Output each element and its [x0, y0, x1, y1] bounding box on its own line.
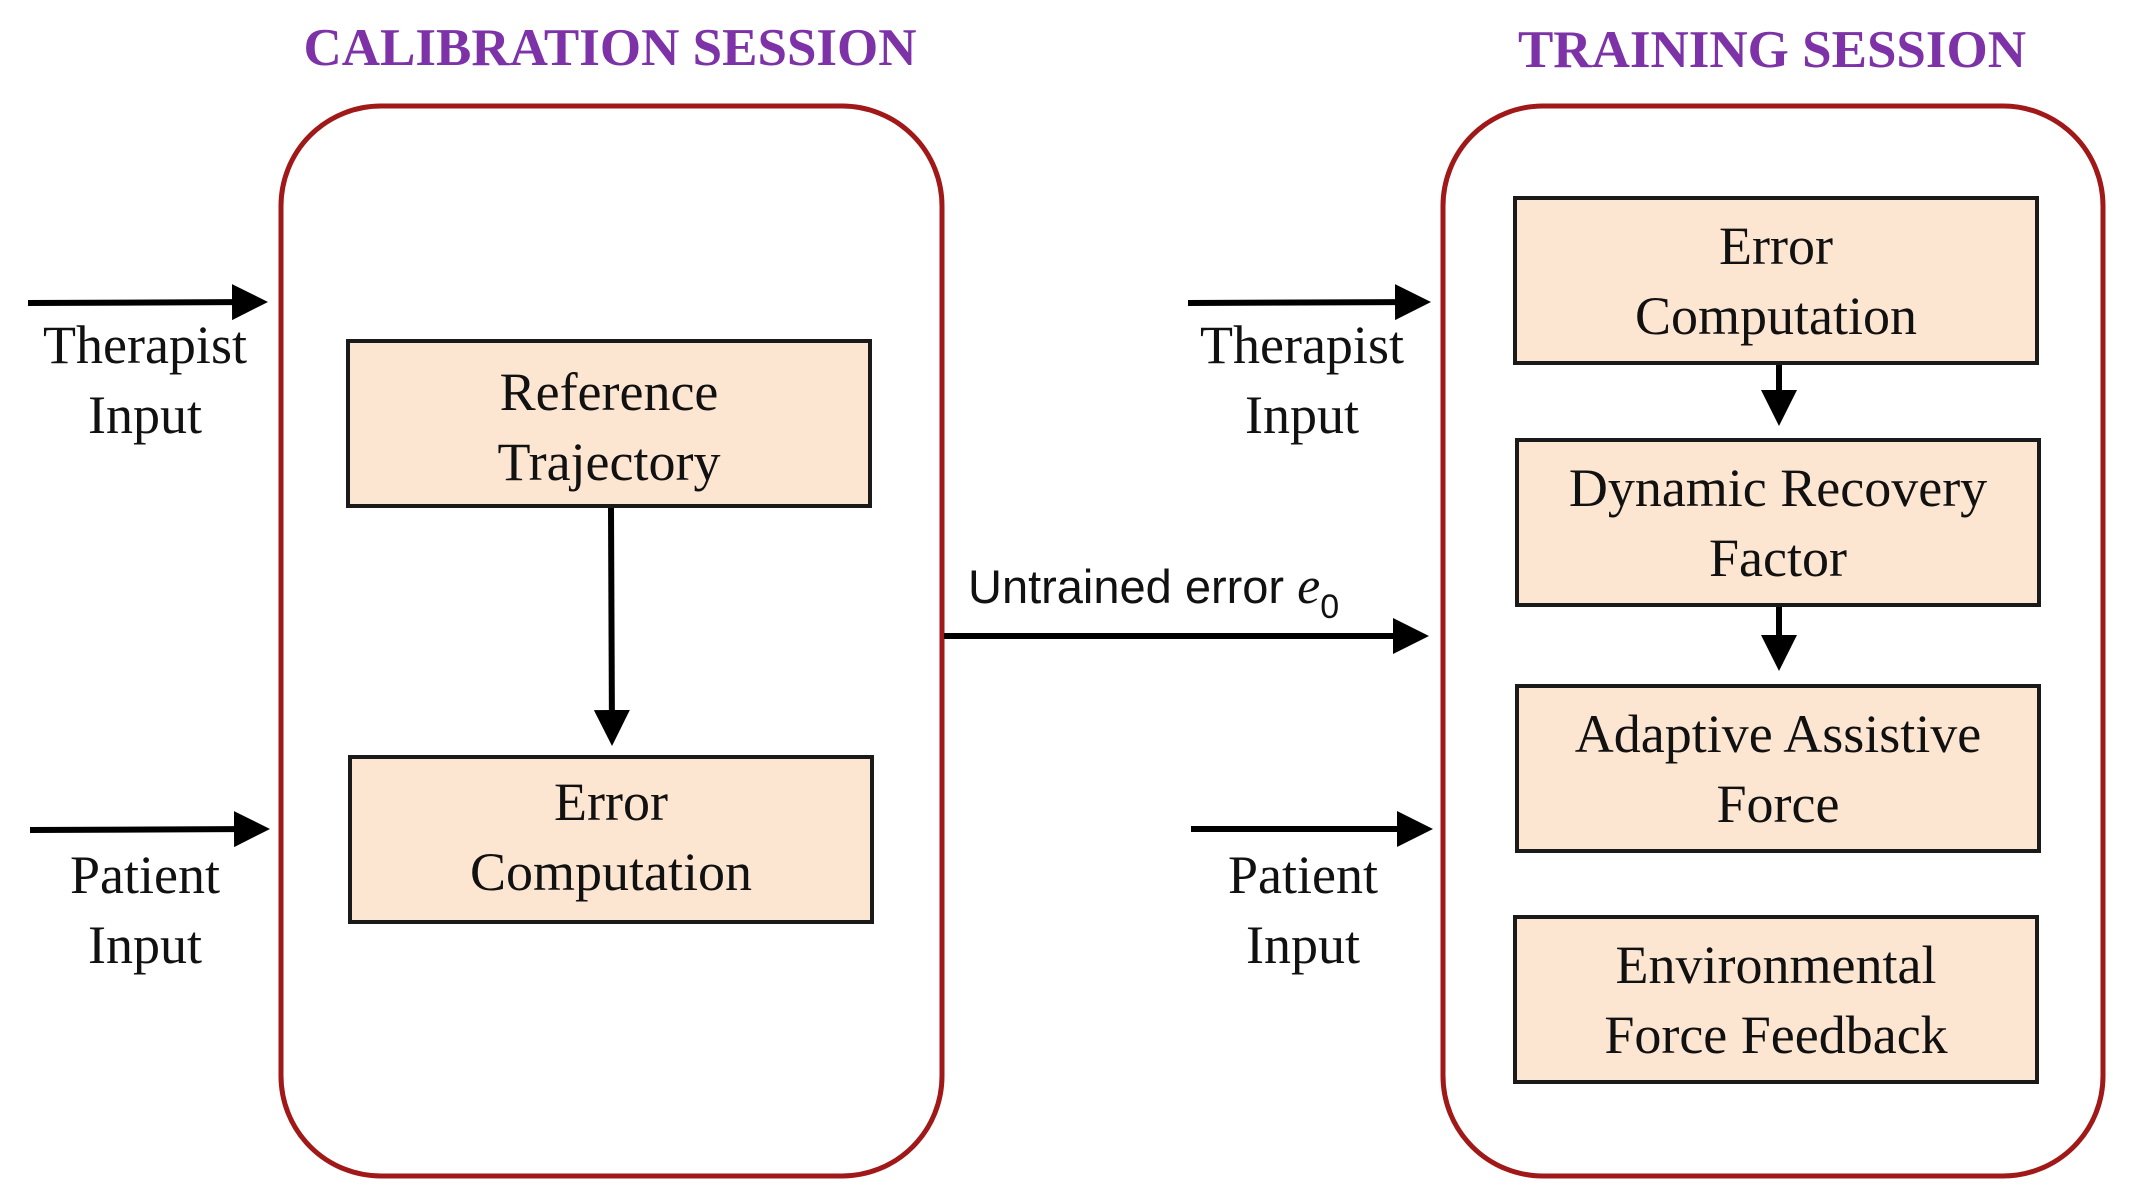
error-symbol: e	[1297, 558, 1320, 615]
calibration-therapist-input-label-line1: Therapist	[43, 315, 247, 375]
training-patient-input-label-line1: Patient	[1228, 845, 1378, 905]
error-symbol-subscript: 0	[1320, 588, 1339, 626]
calibration-session-title: CALIBRATION SESSION	[303, 19, 916, 77]
untrained-error-label: Untrained error e0	[968, 558, 1339, 626]
reference-to-error-arrow	[593, 507, 630, 746]
environmental-force-feedback-box: Environmental Force Feedback	[1513, 915, 2039, 1084]
calibration-patient-input-label-line2: Input	[88, 915, 202, 975]
reference-trajectory-box: Reference Trajectory	[346, 339, 872, 508]
environmental-force-feedback-label-line1: Environmental	[1616, 935, 1937, 995]
calibration-session-frame	[278, 103, 945, 1179]
calibration-error-computation-label-line2: Computation	[470, 842, 752, 902]
dynamic-recovery-factor-box: Dynamic Recovery Factor	[1515, 438, 2041, 607]
calibration-therapist-input-label-line2: Input	[88, 385, 202, 445]
training-therapist-input-label-line1: Therapist	[1200, 315, 1404, 375]
training-patient-input-label-line2: Input	[1246, 915, 1360, 975]
training-error-computation-label-line2: Computation	[1635, 286, 1917, 346]
adaptive-assistive-force-label-line2: Force	[1717, 774, 1840, 834]
training-session-frame	[1440, 103, 2106, 1179]
adaptive-assistive-force-box: Adaptive Assistive Force	[1515, 684, 2041, 853]
reference-trajectory-label-line1: Reference	[500, 362, 719, 422]
untrained-error-text: Untrained error	[968, 560, 1297, 613]
dynamic-recovery-factor-label-line2: Factor	[1709, 528, 1847, 588]
calibration-patient-input-label-line1: Patient	[70, 845, 220, 905]
calibration-error-computation-label-line1: Error	[554, 772, 668, 832]
training-therapist-input-label-line2: Input	[1245, 385, 1359, 445]
training-therapist-input-arrow	[1187, 284, 1431, 321]
environmental-force-feedback-label-line2: Force Feedback	[1604, 1005, 1947, 1065]
training-error-computation-box: Error Computation	[1513, 196, 2039, 365]
calibration-therapist-input-arrow	[27, 284, 268, 321]
dynamic-recovery-factor-label-line1: Dynamic Recovery	[1569, 458, 1987, 518]
reference-trajectory-label-line2: Trajectory	[498, 432, 721, 492]
calibration-patient-input-arrow	[29, 811, 270, 848]
adaptive-assistive-force-label-line1: Adaptive Assistive	[1575, 704, 1981, 764]
training-session-title: TRAINING SESSION	[1518, 21, 2026, 79]
calibration-error-computation-box: Error Computation	[348, 755, 874, 924]
training-error-computation-label-line1: Error	[1719, 216, 1833, 276]
